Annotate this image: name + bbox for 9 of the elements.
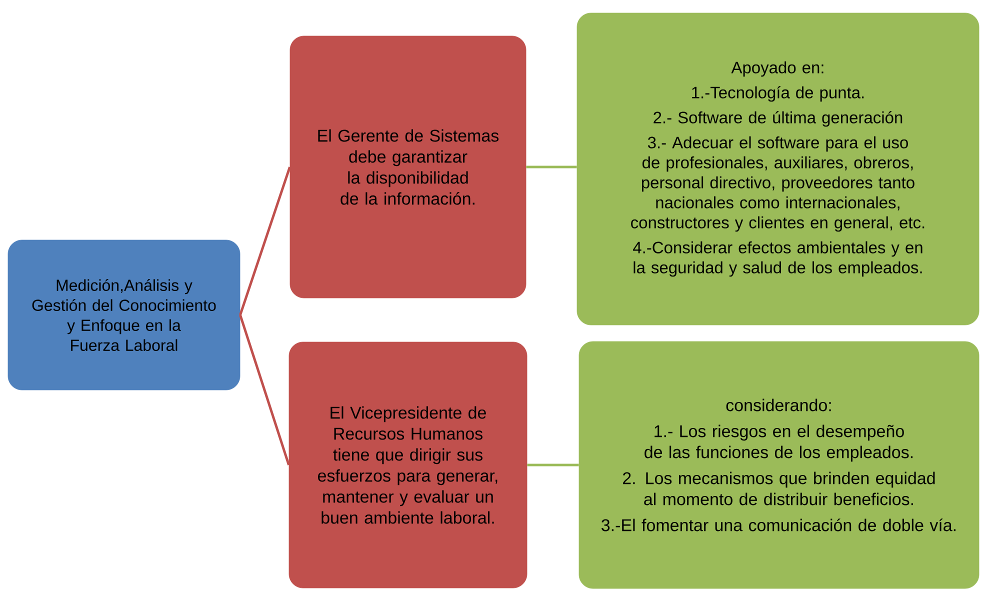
role-box: El Gerente de Sistemas debe garantizar la disponibilidad de la información. (290, 36, 526, 298)
topic-box: Medición,Análisis y Gestión del Conocimiento y Enfoque en la Fuerza Laboral (8, 240, 240, 390)
connector-line (239, 314, 290, 466)
connector-line (239, 166, 291, 316)
list-box: considerando: 1.- Los riesgos en el desempeño de las funciones de los empleados. 2. Los mecanismos que brinden equidad al momento de distribuir beneficios. 3.-El fomentar una comunicación de doble vía. (578, 341, 980, 589)
list-box: Apoyado en: 1.-Tecnología de punta. 2.- Software de última generación 3.- Adecuar el software para el uso de profesionales, auxiliares, obreros, personal directivo, proveedores tanto nacionales como internacionales, constructores y clientes en general, etc. 4.-Considerar efectos ambientales y en la seguridad y salud de los empleados. (576, 12, 980, 326)
role-box: El Vicepresidente de Recursos Humanos tiene que dirigir sus esfuerzos para generar, mantener y evaluar un buen ambiente laboral. (288, 342, 528, 588)
connector-line (527, 464, 579, 466)
connector-line (526, 166, 577, 168)
